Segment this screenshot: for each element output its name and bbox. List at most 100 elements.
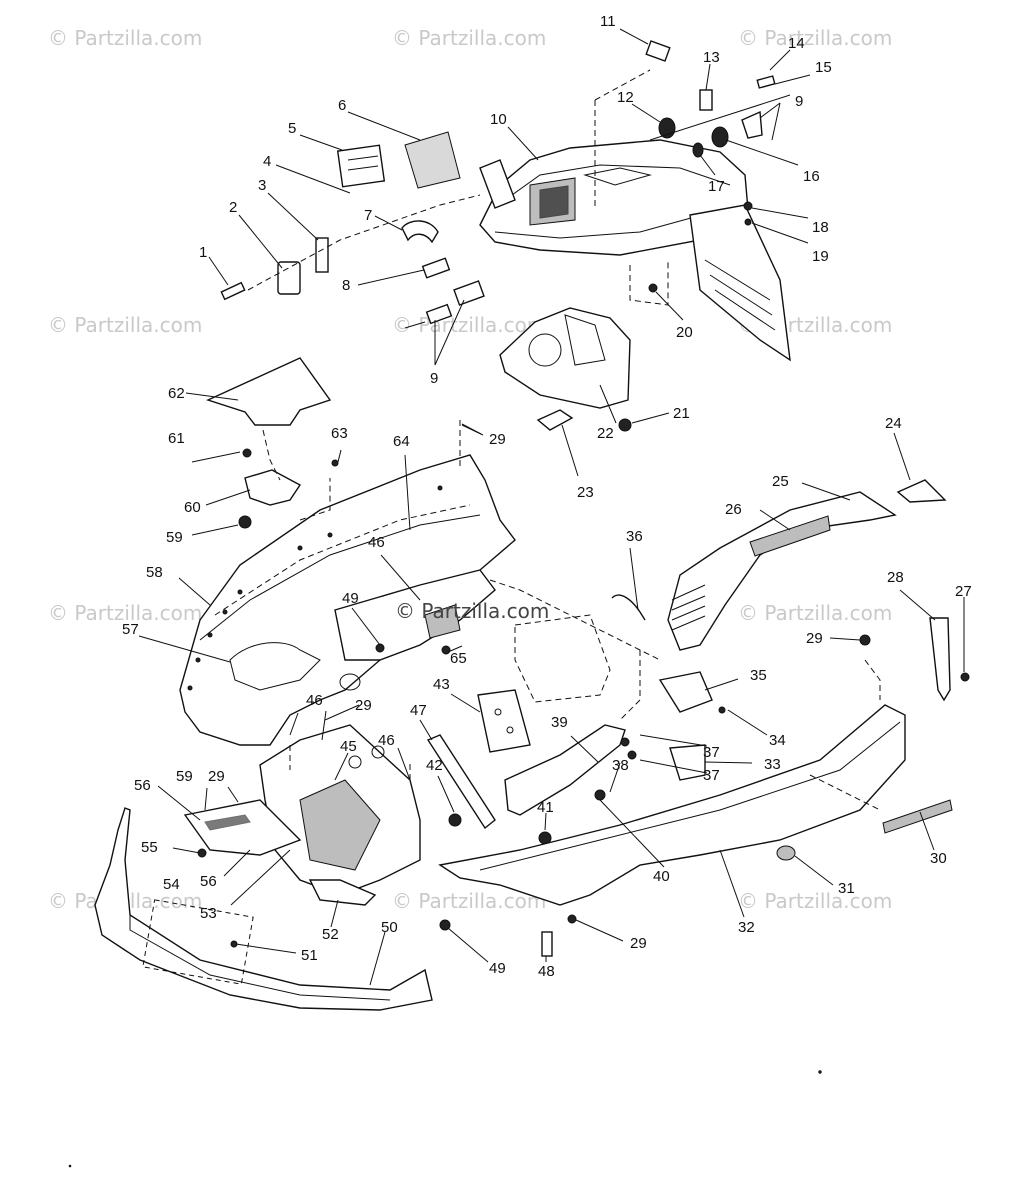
callout-49: 49 [489, 960, 506, 977]
washer-part-17 [692, 142, 704, 158]
callout-29: 29 [806, 630, 823, 647]
callout-19: 19 [812, 248, 829, 265]
rivet-part-29-low [567, 914, 577, 924]
callout-17: 17 [708, 178, 725, 195]
bolt-part-18 [743, 201, 753, 211]
callout-34: 34 [769, 732, 786, 749]
callout-14: 14 [788, 35, 805, 52]
callout-23: 23 [577, 484, 594, 501]
callout-48: 48 [538, 963, 555, 980]
nut-part-59-top [238, 515, 252, 529]
rail-part-47 [426, 734, 496, 830]
callout-40: 40 [653, 868, 670, 885]
callout-59: 59 [166, 529, 183, 546]
part-13 [699, 89, 713, 111]
callout-4: 4 [263, 153, 271, 170]
callout-39: 39 [551, 714, 568, 731]
callout-37: 37 [703, 744, 720, 761]
assembly-lines [247, 69, 881, 811]
grommet-part-31 [776, 845, 796, 861]
bracket-part-60 [244, 469, 302, 506]
watermark: © Partzilla.com [392, 889, 546, 913]
watermark: © Partzilla.com [392, 26, 546, 50]
plate-part-62 [206, 357, 332, 426]
callout-9: 9 [795, 93, 803, 110]
callout-45: 45 [340, 738, 357, 755]
cable-part-36 [611, 594, 646, 621]
bracket-part-3 [315, 237, 329, 273]
bearing-part-16 [711, 126, 729, 148]
watermark: © Partzilla.com [48, 26, 202, 50]
bracket-part-9-top [741, 110, 763, 139]
callout-28: 28 [887, 569, 904, 586]
bracket-part-46 [334, 569, 496, 661]
clip-part-23 [536, 409, 574, 431]
callout-50: 50 [381, 919, 398, 936]
callout-58: 58 [146, 564, 163, 581]
callout-18: 18 [812, 219, 829, 236]
screw-part-27 [960, 672, 970, 682]
callout-6: 6 [338, 97, 346, 114]
bumper-part-50 [94, 807, 433, 1011]
center-parts [426, 594, 726, 845]
callout-22: 22 [597, 425, 614, 442]
callout-16: 16 [803, 168, 820, 185]
grille-part-5 [336, 144, 386, 188]
callout-33: 33 [764, 756, 781, 773]
callout-59: 59 [176, 768, 193, 785]
callout-47: 47 [410, 702, 427, 719]
callout-35: 35 [750, 667, 767, 684]
callout-24: 24 [885, 415, 902, 432]
callout-37: 37 [703, 767, 720, 784]
ghost-part [514, 614, 611, 703]
nut-part-42 [448, 813, 462, 827]
callout-20: 20 [676, 324, 693, 341]
callout-5: 5 [288, 120, 296, 137]
callout-30: 30 [930, 850, 947, 867]
block-part-2 [277, 261, 301, 295]
leader-lines [138, 28, 965, 986]
callout-31: 31 [838, 880, 855, 897]
callout-labels: 1 2 3 4 5 6 7 8 9 9 9 10 11 12 13 14 15 … [122, 13, 972, 980]
watermark: © Partzilla.com [48, 313, 202, 337]
bottom-pan-part-32 [438, 704, 906, 906]
bracket-part-39 [504, 724, 626, 816]
front-parts [94, 724, 577, 1011]
callout-52: 52 [322, 926, 339, 943]
label-part-6 [404, 131, 461, 189]
part-8 [421, 257, 451, 279]
callout-65: 65 [450, 650, 467, 667]
left-parts [206, 357, 339, 529]
callout-21: 21 [673, 405, 690, 422]
callout-11: 11 [600, 13, 616, 30]
callout-56: 56 [200, 873, 217, 890]
spring-part-9 [425, 303, 453, 325]
callout-7: 7 [364, 207, 372, 224]
callout-46: 46 [368, 534, 385, 551]
latch-part-9 [453, 280, 485, 306]
label-part-54 [142, 899, 254, 985]
callout-42: 42 [426, 757, 443, 774]
callout-27: 27 [955, 583, 972, 600]
rivet-part-20 [648, 283, 658, 293]
callout-54: 54 [163, 876, 180, 893]
callout-55: 55 [141, 839, 158, 856]
watermark: © Partzilla.com [392, 313, 546, 337]
callout-36: 36 [626, 528, 643, 545]
callout-38: 38 [612, 757, 629, 774]
washer-part-19 [744, 218, 752, 226]
callout-32: 32 [738, 919, 755, 936]
callout-13: 13 [703, 49, 720, 66]
callout-3: 3 [258, 177, 266, 194]
right-panels [438, 479, 970, 906]
part-11 [645, 40, 671, 62]
label-part-26 [749, 515, 831, 557]
callout-46: 46 [306, 692, 323, 709]
callout-64: 64 [393, 433, 410, 450]
callout-29: 29 [630, 935, 647, 952]
plate-part-43 [477, 689, 531, 753]
callout-49: 49 [342, 590, 359, 607]
strap-part-28 [929, 617, 951, 702]
nut-part-21 [618, 418, 632, 432]
